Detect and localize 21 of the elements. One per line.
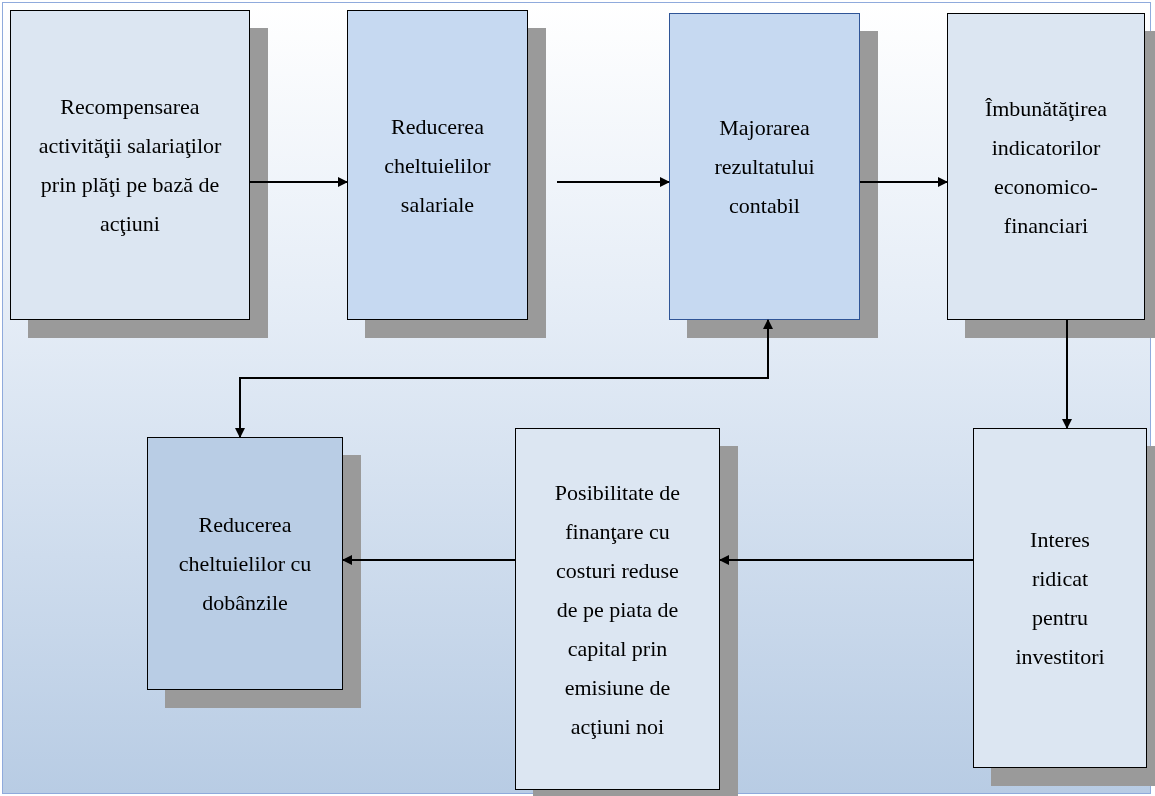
process-box [973, 428, 1147, 768]
process-box [347, 10, 528, 320]
box-text: Reducerea cheltuielilor salariale [383, 112, 492, 219]
process-box [947, 13, 1145, 320]
arrow [1062, 319, 1072, 429]
box-text: Îmbunătăţirea indicatorilor economico-financiari [983, 94, 1109, 240]
process-box [669, 13, 860, 320]
box-text: Reducerea cheltuielilor cu dobânzile [177, 511, 313, 617]
arrow [719, 555, 974, 565]
box-text: Posibilitate de finanţare cu costuri reduse de pe piata de capital prin emisiune de acţiuni noi [553, 478, 682, 741]
arrow [556, 177, 670, 187]
process-box [515, 428, 720, 790]
process-box [10, 10, 250, 320]
arrow [235, 319, 773, 438]
box-text: Majorarea rezultatului contabil [713, 114, 816, 220]
box-text: Interes ridicat pentru investitori [1014, 526, 1106, 671]
arrow [342, 555, 516, 565]
arrow [859, 177, 948, 187]
arrow [249, 177, 348, 187]
box-text: Recompensarea activităţii salariaţilor prin plăţi pe bază de acţiuni [37, 93, 223, 238]
process-box [147, 437, 343, 690]
